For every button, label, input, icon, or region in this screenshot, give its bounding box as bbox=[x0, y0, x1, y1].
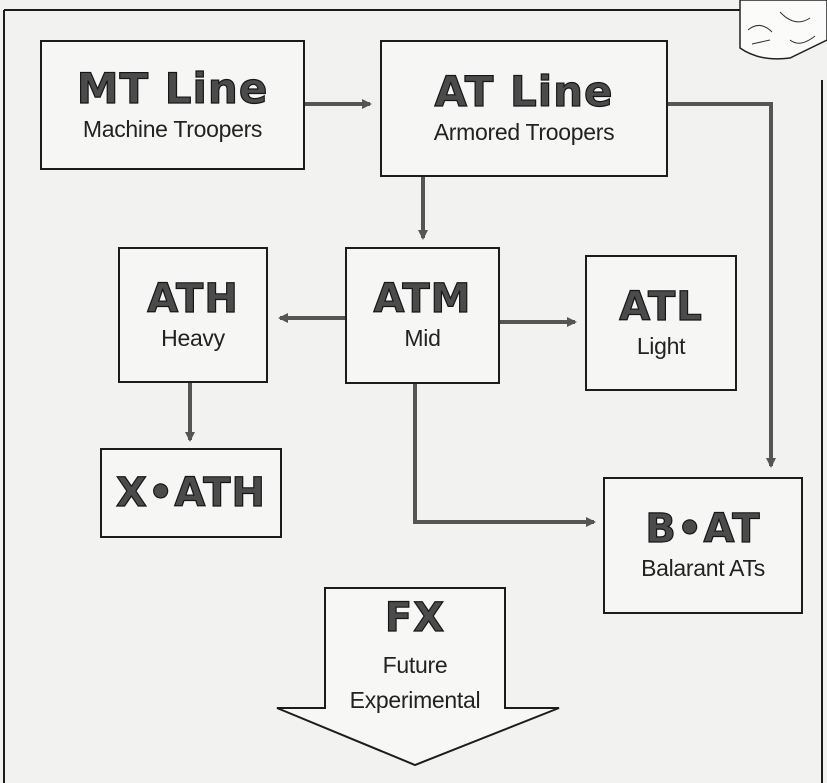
node-x-ath: X•ATH bbox=[100, 448, 282, 538]
node-fx: FX Future Experimental bbox=[300, 598, 530, 714]
node-atl: ATL Light bbox=[585, 255, 737, 391]
node-x-ath-code: X•ATH bbox=[116, 473, 266, 513]
node-atm-code: ATM bbox=[374, 279, 472, 319]
node-mt-line: MT Line Machine Troopers bbox=[40, 40, 305, 170]
node-b-at-label: Balarant ATs bbox=[641, 555, 765, 582]
node-at-line-code: AT Line bbox=[434, 71, 613, 113]
node-mt-line-code: MT Line bbox=[77, 68, 269, 110]
node-mt-line-label: Machine Troopers bbox=[83, 116, 262, 143]
node-at-line-label: Armored Troopers bbox=[434, 119, 615, 146]
node-fx-label-line2: Experimental bbox=[300, 687, 530, 714]
sketch-corner-icon bbox=[740, 0, 827, 59]
node-at-line: AT Line Armored Troopers bbox=[380, 40, 668, 177]
edge-atm-to-bat bbox=[415, 384, 594, 522]
node-ath-code: ATH bbox=[147, 279, 239, 319]
node-fx-label-line1: Future bbox=[300, 652, 530, 679]
node-atm-label: Mid bbox=[404, 325, 440, 352]
node-atl-label: Light bbox=[637, 333, 685, 360]
node-atl-code: ATL bbox=[619, 287, 703, 327]
node-b-at: B•AT Balarant ATs bbox=[603, 477, 803, 614]
node-b-at-code: B•AT bbox=[645, 509, 760, 549]
node-atm: ATM Mid bbox=[345, 247, 500, 384]
node-ath: ATH Heavy bbox=[118, 247, 268, 383]
node-fx-code: FX bbox=[300, 598, 530, 638]
node-ath-label: Heavy bbox=[161, 325, 225, 352]
